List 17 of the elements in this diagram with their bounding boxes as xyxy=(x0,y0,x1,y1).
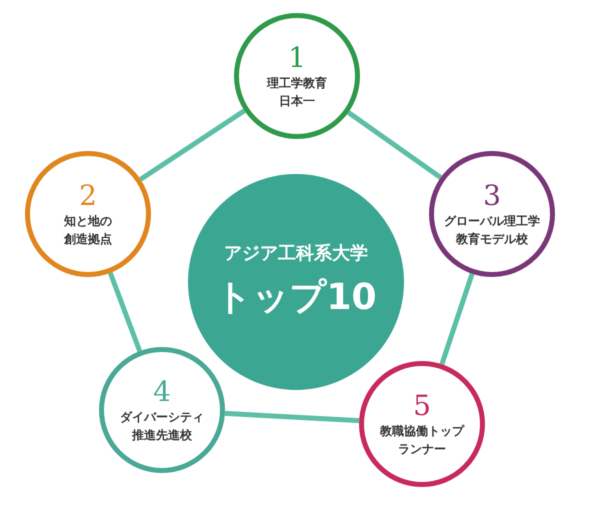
connector-line xyxy=(224,410,360,424)
circle-number: 1 xyxy=(288,42,306,74)
connector-line xyxy=(440,273,474,365)
connector-line xyxy=(108,272,142,352)
circle-number: 3 xyxy=(483,180,501,212)
circle-number: 5 xyxy=(413,390,431,422)
circle-text: 知と地の創造拠点 xyxy=(62,213,113,248)
circle-text: 教職協働トップランナー xyxy=(378,423,466,458)
circle-text: グローバル理工学教育モデル校 xyxy=(443,213,541,248)
connector-line xyxy=(139,108,246,182)
circle-number: 2 xyxy=(79,180,97,212)
center-heading: アジア工科系大学 xyxy=(224,242,368,266)
circle-text: ダイバーシティ推進先進校 xyxy=(119,409,205,444)
circle-text: 理工学教育日本一 xyxy=(266,75,328,110)
connector-line xyxy=(346,110,442,180)
center-title: トップ10 xyxy=(215,276,377,320)
circle-number: 4 xyxy=(153,376,171,408)
